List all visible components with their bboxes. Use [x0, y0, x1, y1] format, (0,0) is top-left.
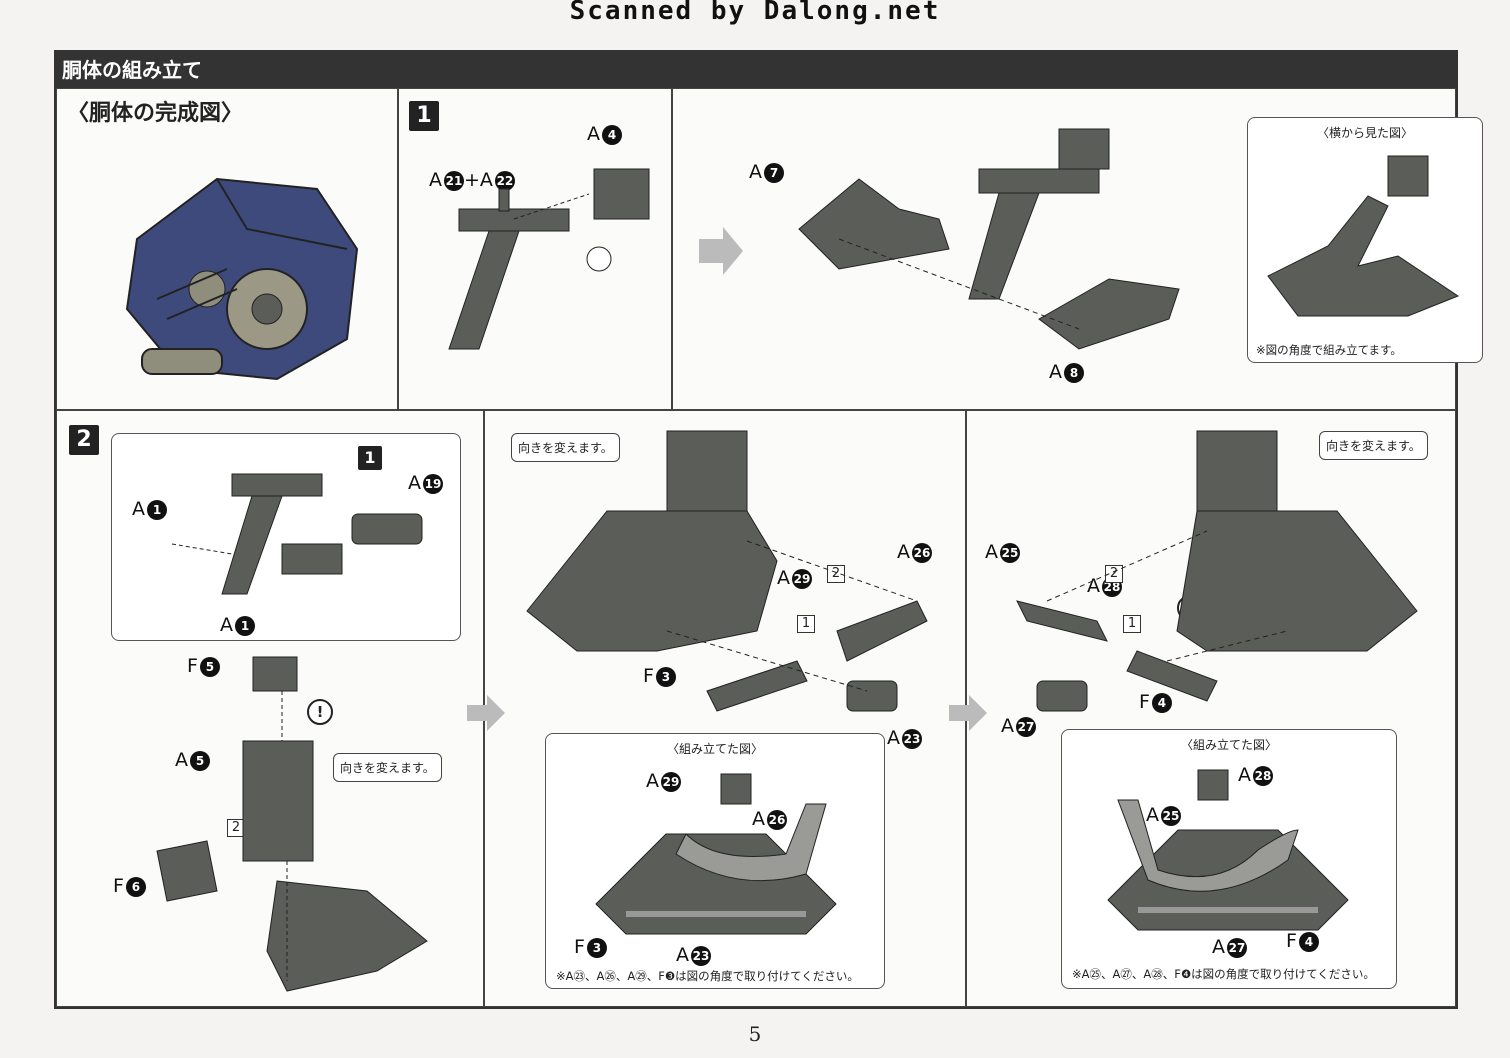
step1-part-a21-a22	[448, 168, 650, 350]
step2-number: 2	[69, 425, 99, 455]
watermark-text: Scanned by Dalong.net	[569, 0, 941, 26]
assembled-view-left-title: 〈組み立てた図〉	[666, 742, 763, 756]
completed-view-title: 〈胴体の完成図〉	[67, 101, 244, 126]
step1-next-arrow	[699, 227, 743, 275]
step2-subassembly-illustration	[171, 473, 423, 595]
completed-view-panel: 〈胴体の完成図〉	[56, 88, 398, 410]
step2-next-arrow-2	[949, 695, 987, 731]
page-number: 5	[748, 1022, 762, 1046]
assembled-right-illustration	[1107, 769, 1349, 931]
step2-right-parts-illustration	[1016, 430, 1418, 712]
step2-panel: 2 1 A1 A1 A19 F5 A5 F6 向きを変えます。 ! 2 1	[56, 410, 1456, 1007]
callout-turn-right: 向きを変えます。	[1319, 431, 1428, 460]
section-title: 胴体の組み立て	[56, 52, 1456, 88]
callout-turn-left: 向きを変えます。	[333, 753, 442, 782]
assembled-right-note: ※A㉕、A㉗、A㉘、F❹は図の角度で取り付けてください。	[1072, 967, 1375, 981]
order-2-middle: 2	[827, 565, 845, 583]
step1-divider	[671, 89, 673, 409]
side-view-title: 〈横から見た図〉	[1316, 126, 1413, 140]
order-2-right: 2	[1105, 565, 1123, 583]
assembled-left-note: ※A㉓、A㉖、A㉙、F❸は図の角度で取り付けてください。	[556, 969, 859, 983]
step1-number: 1	[409, 101, 439, 131]
callout-turn-middle: 向きを変えます。	[511, 433, 620, 462]
step1-assembly-parts	[798, 128, 1180, 350]
step2-next-arrow-1	[467, 695, 505, 731]
step2-middle-parts-illustration	[526, 430, 928, 712]
side-view-note: ※図の角度で組み立てます。	[1256, 343, 1402, 357]
assembled-left-illustration	[595, 773, 837, 935]
side-view-inset: 〈横から見た図〉 ※図の角度で組み立てます。	[1247, 117, 1483, 363]
warning-icon: !	[307, 699, 333, 725]
order-1-right: 1	[1123, 615, 1141, 633]
assembled-view-right-title: 〈組み立てた図〉	[1180, 738, 1277, 752]
step2-inset-step-ref: 1	[358, 446, 382, 470]
completed-torso-illustration	[125, 177, 359, 381]
side-view-illustration	[1267, 155, 1460, 317]
order-1-middle: 1	[797, 615, 815, 633]
step2-left-parts-illustration	[156, 656, 428, 992]
